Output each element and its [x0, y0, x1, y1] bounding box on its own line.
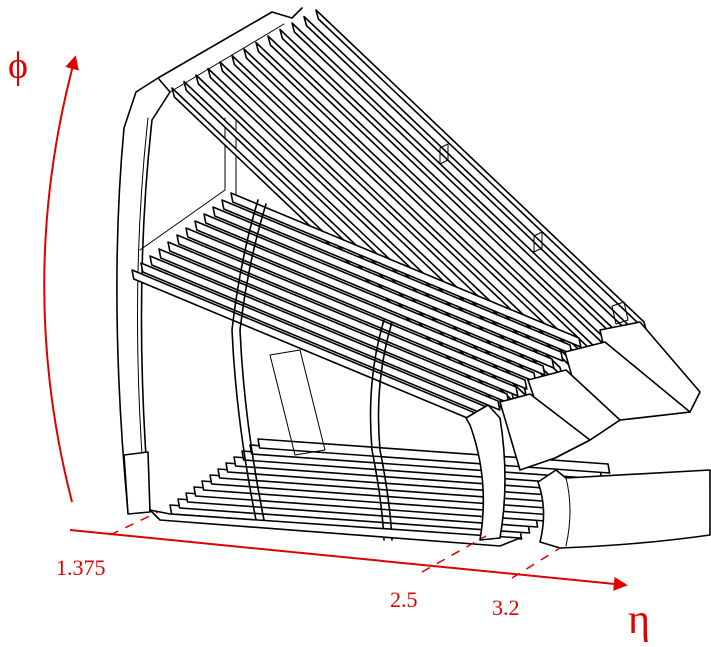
- eta-axis-arrow: [69, 529, 628, 591]
- phi-axis-label: ϕ: [8, 45, 28, 87]
- support-rod-1-b: [239, 203, 267, 521]
- eta-mark-25-label: 2.5: [390, 587, 418, 612]
- outer-frame-left: [116, 77, 171, 513]
- axis-annotations: ϕ η 1.375 2.5 3.2: [8, 45, 650, 643]
- bracket-2: [533, 231, 543, 253]
- middle-plate-12: [230, 192, 582, 348]
- phi-axis-arrow: [43, 55, 79, 503]
- eta-mark-32-leader: [511, 547, 561, 579]
- middle-plate-5: [167, 241, 519, 397]
- middle-plate-9: [203, 213, 555, 369]
- bracket-3: [611, 301, 629, 325]
- central-window: [269, 349, 326, 456]
- support-rod-2: [369, 319, 385, 541]
- base-bar: [149, 509, 521, 547]
- support-rod-2-b: [377, 321, 393, 541]
- outer-block-right: [537, 469, 711, 549]
- step-module-4: [499, 393, 591, 471]
- eta-mark-25-leader: [421, 535, 487, 573]
- outer-block-right-edge: [565, 477, 571, 547]
- eta-mark-1375-leader: [109, 511, 159, 536]
- eta-axis-label: η: [628, 597, 650, 642]
- endcap-wheel-structure: [116, 7, 711, 549]
- inner-frame-right: [465, 404, 506, 541]
- eta-mark-1375-label: 1.375: [56, 555, 106, 580]
- middle-plate-6: [176, 234, 528, 390]
- bracket-1: [439, 143, 449, 165]
- outer-frame-left-bracket: [123, 451, 151, 515]
- top-rail-inner: [169, 23, 285, 93]
- support-rod-1: [231, 199, 259, 521]
- middle-plate-stack: [131, 192, 582, 425]
- eta-mark-32-label: 3.2: [492, 595, 520, 620]
- middle-plate-10: [212, 206, 564, 362]
- top-rail: [157, 7, 303, 79]
